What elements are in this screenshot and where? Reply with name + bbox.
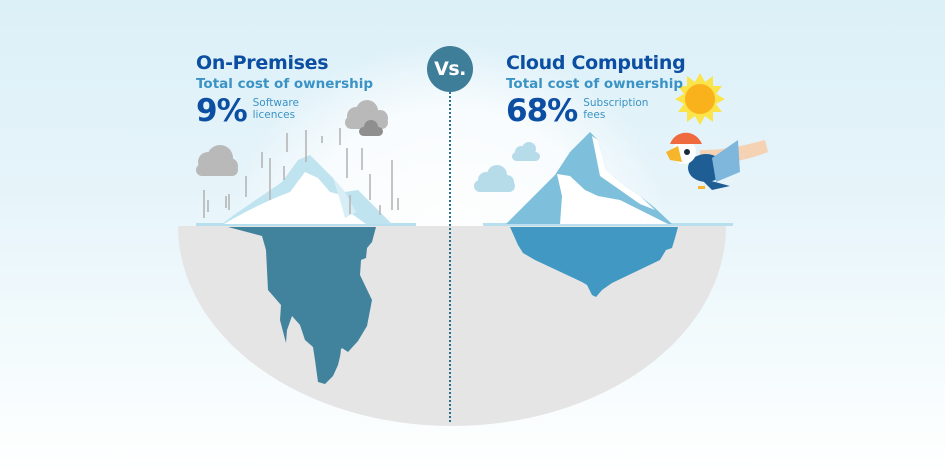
cloud-computing-percent: 68% xyxy=(506,93,578,129)
cloud-computing-title: Cloud Computing xyxy=(506,52,686,74)
on-premises-subtitle: Total cost of ownership xyxy=(196,76,374,92)
rain-icon xyxy=(203,128,399,218)
cloud-computing-iceberg-underwater-icon xyxy=(510,227,678,297)
on-premises-label-line1: Software xyxy=(252,97,299,109)
ice-gap xyxy=(290,322,300,345)
small-cloud-icon xyxy=(512,142,540,161)
cloud-computing-subtitle: Total cost of ownership xyxy=(506,76,684,92)
right-waterline xyxy=(483,223,733,226)
sun-icon xyxy=(675,73,725,125)
cloud-computing-header: Cloud Computing Total cost of ownership … xyxy=(506,52,686,128)
on-premises-iceberg-tip-icon xyxy=(222,155,392,224)
cloud-computing-label-line1: Subscription xyxy=(583,97,649,109)
cloud-computing-label-line2: fees xyxy=(583,109,606,121)
on-premises-label-line2: licences xyxy=(252,109,296,121)
ice-gap xyxy=(340,348,345,360)
storm-cloud-icon xyxy=(345,100,388,136)
left-waterline xyxy=(196,223,416,226)
on-premises-stat: 9% Software licences xyxy=(196,94,373,128)
cloud-icon xyxy=(474,165,515,192)
rain-cloud-icon xyxy=(196,145,238,176)
on-premises-header: On-Premises Total cost of ownership 9% S… xyxy=(196,52,373,128)
on-premises-percent-label: Software licences xyxy=(253,97,299,121)
on-premises-title: On-Premises xyxy=(196,52,329,74)
vs-label: Vs. xyxy=(434,58,466,80)
cloud-computing-stat: 68% Subscription fees xyxy=(506,94,685,128)
vs-badge: Vs. xyxy=(427,46,473,92)
cloud-computing-percent-label: Subscription fees xyxy=(583,97,648,121)
on-premises-percent: 9% xyxy=(196,93,248,129)
on-premises-iceberg-underwater-icon xyxy=(228,227,376,384)
puffin-bird-icon xyxy=(666,132,768,190)
cloud-computing-iceberg-tip-icon xyxy=(506,132,672,224)
